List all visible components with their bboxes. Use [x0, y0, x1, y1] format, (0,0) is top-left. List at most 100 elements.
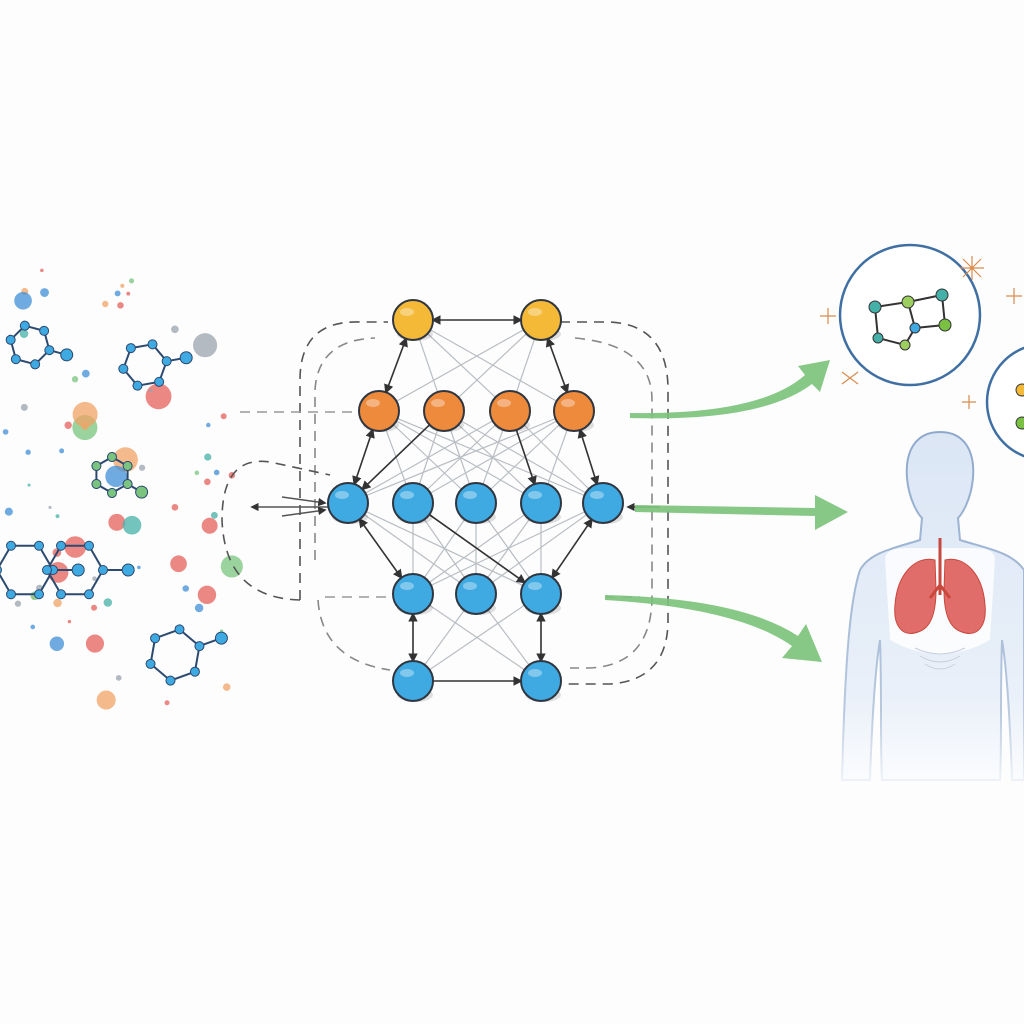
particle-dot: [64, 421, 72, 429]
particle-dot: [171, 325, 179, 334]
trachea: [928, 538, 952, 599]
edge-light: [412, 410, 575, 504]
node-hidden-1: [358, 390, 400, 432]
particle-dot: [194, 470, 200, 476]
particle-dot: [40, 288, 49, 297]
sparkle-icons: [820, 256, 1022, 409]
edge-arrow: [515, 429, 537, 486]
ribcage-lines: [914, 647, 966, 670]
particle-dot: [81, 369, 90, 378]
edge-arrow: [551, 517, 593, 580]
input-arrow-lower: [281, 506, 327, 517]
node-input: [520, 299, 562, 341]
particle-dot: [102, 300, 109, 308]
particle-dot: [72, 401, 98, 427]
particle-dot: [2, 429, 9, 435]
node-output: [392, 660, 434, 702]
particle-dot: [14, 600, 22, 607]
dashed-inner-frame: [314, 337, 653, 671]
particle-dot: [40, 268, 44, 273]
edge-arrow: [428, 513, 527, 584]
particle-dot: [222, 683, 231, 691]
particle-dot: [164, 700, 170, 706]
particle-dot: [92, 576, 97, 581]
particle-dot: [59, 448, 65, 454]
particle-dot: [126, 291, 131, 296]
edge-light: [412, 319, 575, 412]
particle-dot: [206, 422, 211, 428]
particle-dot: [115, 675, 122, 681]
node-hidden-2: [455, 482, 497, 524]
node-hidden-1: [553, 390, 595, 432]
particle-dot: [48, 505, 52, 510]
output-molecule-circle-2: [985, 346, 1024, 458]
node-output: [520, 660, 562, 702]
sparkle-icon: [1006, 288, 1022, 304]
particle-dot: [67, 619, 72, 624]
network-nodes: [327, 299, 624, 702]
particle-dot: [197, 585, 217, 605]
output-arrows: [605, 360, 848, 662]
particle-dot: [204, 478, 211, 486]
node-hidden-3: [520, 573, 562, 615]
output-molecule-circle: [820, 243, 1022, 409]
node-hidden-3: [455, 573, 497, 615]
edge-light: [443, 410, 604, 504]
particle-dot: [114, 290, 121, 297]
output-arrow-top: [630, 360, 830, 419]
edge-arrow: [361, 424, 431, 491]
particle-dot: [4, 507, 13, 516]
network-dashed-boundary: [221, 321, 669, 685]
human-body: [840, 430, 1024, 781]
lung-right: [943, 558, 986, 634]
sparkle-icon: [960, 256, 984, 280]
particle-dot: [80, 422, 89, 431]
particle-dot: [194, 603, 204, 613]
node-hidden-1: [423, 390, 465, 432]
molecule-icon: [5, 320, 74, 370]
edge-light: [378, 319, 542, 412]
input-arrow-upper: [281, 496, 327, 507]
dashed-feedback-loop: [221, 460, 331, 601]
particle-dot: [193, 333, 218, 358]
particle-dot: [182, 585, 189, 592]
dashed-outer-frame: [299, 321, 669, 685]
particle-dot: [96, 690, 116, 710]
particle-dot: [145, 383, 172, 410]
node-hidden-2: [327, 482, 369, 524]
particle-dot: [120, 283, 125, 288]
molecule-icon: [0, 540, 85, 600]
particle-dot: [71, 376, 79, 383]
network-edges-dark: [352, 315, 600, 686]
particle-dot: [91, 604, 98, 611]
node-hidden-1: [489, 390, 531, 432]
particle-dot: [201, 517, 218, 534]
particle-dot: [55, 514, 60, 519]
edge-light: [412, 593, 542, 682]
particle-dot: [27, 483, 31, 487]
particle-dot: [20, 403, 28, 411]
node-hidden-3: [392, 573, 434, 615]
particle-dot: [171, 503, 179, 511]
particle-dot: [220, 413, 227, 420]
output-arrow-middle: [635, 495, 848, 530]
sparkle-icon: [820, 308, 836, 324]
edge-arrow: [545, 336, 570, 395]
particle-dot: [149, 388, 153, 393]
particle-dot: [25, 449, 31, 455]
edge-arrow: [358, 517, 403, 580]
edge-light: [347, 410, 575, 504]
particle-dot: [117, 302, 124, 309]
edge-light: [378, 410, 604, 504]
particle-dot: [49, 636, 65, 651]
particle-dot: [19, 329, 29, 338]
edge-arrow: [352, 428, 375, 486]
particle-dot: [204, 453, 212, 461]
molecule-icon: [145, 624, 228, 686]
particle-dot: [108, 513, 126, 531]
edge-arrow: [384, 336, 408, 395]
particle-dot: [105, 465, 127, 488]
molecule-icon: [118, 339, 193, 391]
